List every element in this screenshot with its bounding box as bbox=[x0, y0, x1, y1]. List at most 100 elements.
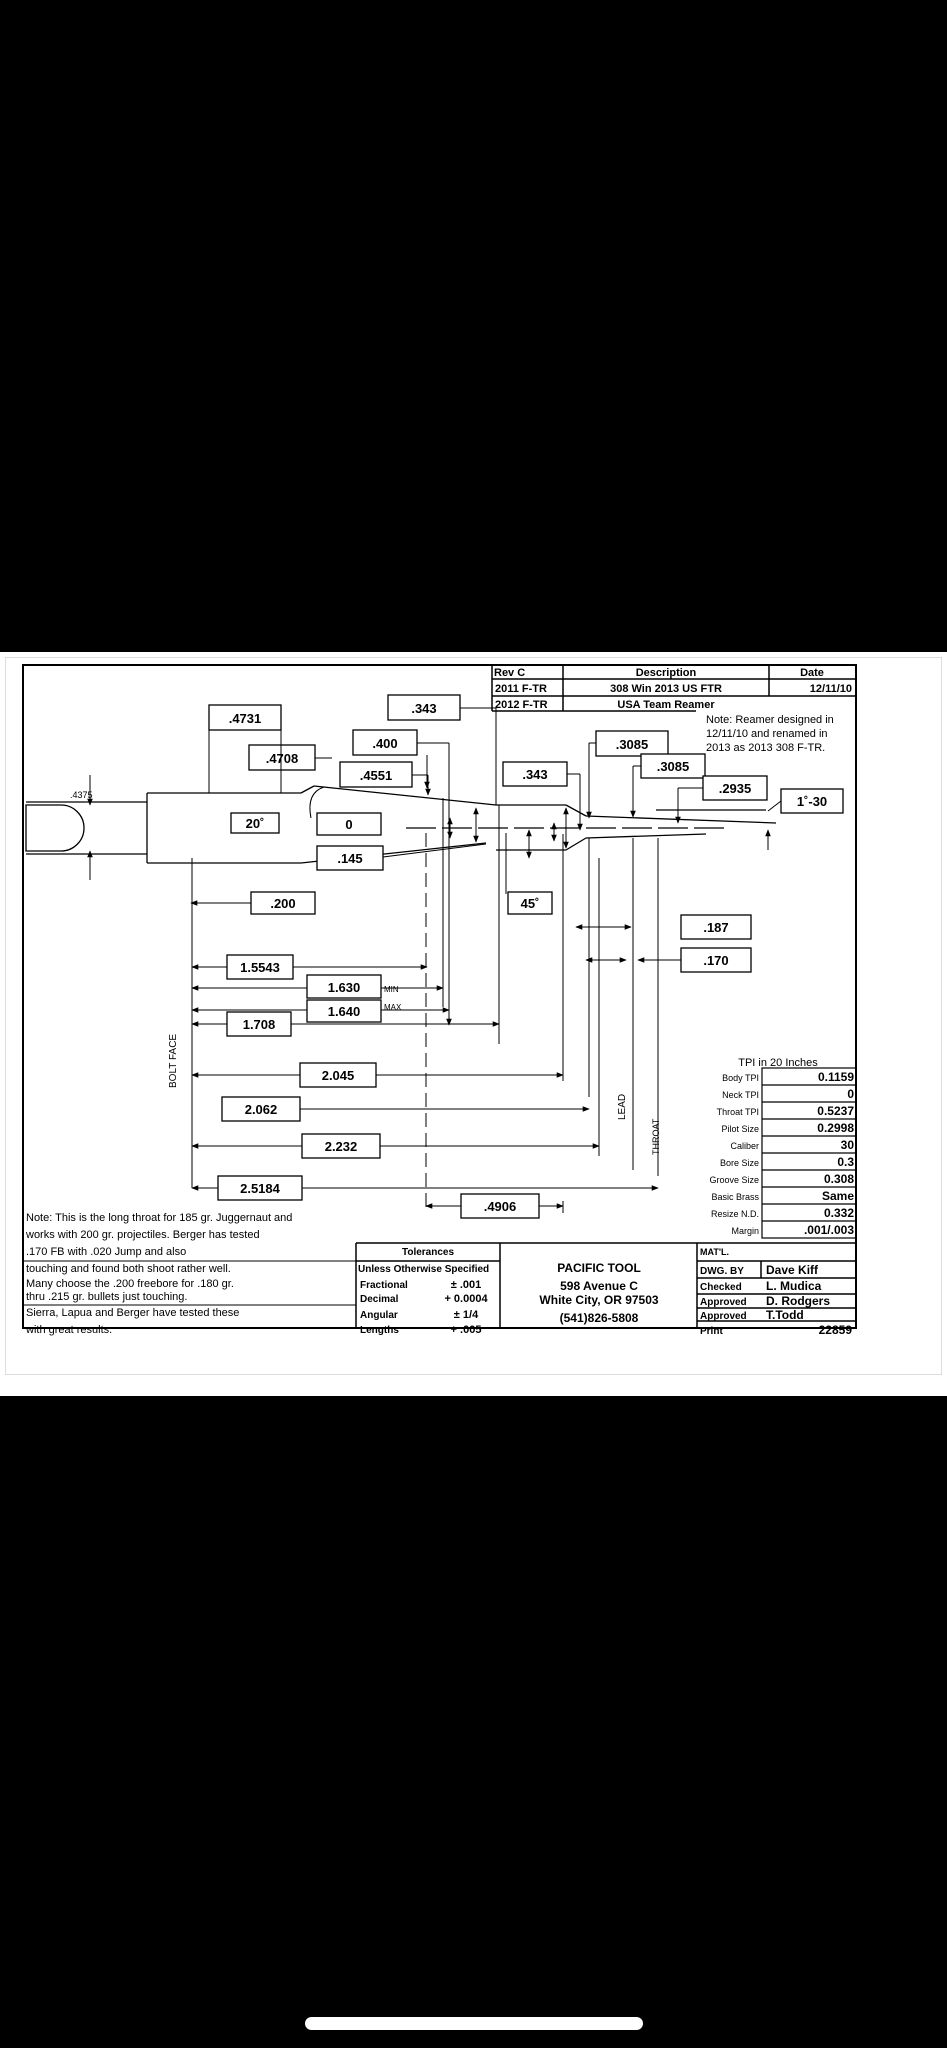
svg-text:30: 30 bbox=[841, 1138, 855, 1152]
revision-table bbox=[491, 665, 856, 712]
tpi-row: Groove Size 0.308 bbox=[709, 1172, 854, 1186]
svg-text:12/11/10 and renamed in: 12/11/10 and renamed in bbox=[706, 728, 828, 740]
company-phone: (541)826-5808 bbox=[560, 1311, 639, 1325]
dim-2935: .2935 bbox=[719, 781, 752, 796]
dim-2232: 2.232 bbox=[325, 1139, 358, 1154]
svg-text:Basic Brass: Basic Brass bbox=[711, 1192, 759, 1202]
tpi-title: TPI in 20 Inches bbox=[738, 1057, 818, 1069]
dim-4551: .4551 bbox=[360, 768, 393, 783]
company-block: PACIFIC TOOL 598 Avenue C White City, OR… bbox=[539, 1261, 658, 1325]
dimension-lines bbox=[87, 707, 782, 1213]
tpi-row: Pilot Size 0.2998 bbox=[721, 1121, 854, 1135]
home-indicator[interactable] bbox=[305, 2017, 643, 2030]
dim-400: .400 bbox=[372, 736, 397, 751]
svg-text:+ 0.0004: + 0.0004 bbox=[444, 1293, 488, 1305]
dim-4708: .4708 bbox=[266, 751, 299, 766]
svg-text:Print: Print bbox=[700, 1326, 723, 1337]
svg-text:Resize N.D.: Resize N.D. bbox=[711, 1209, 759, 1219]
throat-label: THROAT bbox=[651, 1118, 661, 1155]
svg-text:Body TPI: Body TPI bbox=[722, 1073, 759, 1083]
reamer-outline bbox=[25, 785, 777, 864]
dim-15543: 1.5543 bbox=[240, 960, 280, 975]
tpi-row: Throat TPI 0.5237 bbox=[717, 1104, 855, 1118]
svg-text:Note: This is the long throat: Note: This is the long throat for 185 gr… bbox=[26, 1212, 292, 1224]
dim-343-top: .343 bbox=[411, 701, 436, 716]
svg-text:Groove Size: Groove Size bbox=[709, 1175, 759, 1185]
dim-343-mid: .343 bbox=[522, 767, 547, 782]
svg-text:Fractional: Fractional bbox=[360, 1280, 408, 1291]
dimension-labels: .4375 .4731 .343 .400 .4708 .4551 .343 .… bbox=[70, 701, 827, 1214]
note-rules bbox=[23, 1260, 356, 1306]
svg-text:.001/.003: .001/.003 bbox=[804, 1223, 854, 1237]
drawing-card: Rev C Description Date 2011 F-TR 308 Win… bbox=[6, 658, 941, 1374]
dim-4375: .4375 bbox=[70, 790, 93, 800]
svg-text:0.3: 0.3 bbox=[837, 1155, 854, 1169]
dim-min: MIN bbox=[384, 985, 399, 994]
rev-row1-desc: 308 Win 2013 US FTR bbox=[610, 683, 722, 695]
tpi-row: Basic Brass Same bbox=[711, 1189, 854, 1203]
dimension-boxes bbox=[208, 694, 844, 1219]
company-name: PACIFIC TOOL bbox=[557, 1261, 641, 1275]
angle-20: 20˚ bbox=[246, 816, 265, 831]
svg-text:Approved: Approved bbox=[700, 1311, 747, 1322]
svg-text:0.332: 0.332 bbox=[824, 1206, 854, 1220]
svg-text:DWG. BY: DWG. BY bbox=[700, 1266, 744, 1277]
svg-text:D. Rodgers: D. Rodgers bbox=[766, 1294, 830, 1308]
company-address2: White City, OR 97503 bbox=[539, 1293, 658, 1307]
svg-text:Bore Size: Bore Size bbox=[720, 1158, 759, 1168]
dim-2062: 2.062 bbox=[245, 1102, 278, 1117]
drawing-sheet: Rev C Description Date 2011 F-TR 308 Win… bbox=[0, 652, 947, 1396]
svg-text:Approved: Approved bbox=[700, 1297, 747, 1308]
svg-text:Note: Reamer designed in: Note: Reamer designed in bbox=[706, 714, 834, 726]
svg-text:2013 as 2013 308 F-TR.: 2013 as 2013 308 F-TR. bbox=[706, 742, 825, 754]
matl-label: MAT'L. bbox=[700, 1247, 729, 1257]
rev-row1-date: 12/11/10 bbox=[810, 683, 852, 695]
rev-header: Rev C bbox=[494, 667, 525, 679]
dim-1708: 1.708 bbox=[243, 1017, 276, 1032]
reamer-drawing: Rev C Description Date 2011 F-TR 308 Win… bbox=[22, 664, 857, 1337]
dim-3085-a: .3085 bbox=[616, 737, 649, 752]
lead-label: LEAD bbox=[617, 1094, 628, 1120]
dim-2045: 2.045 bbox=[322, 1068, 355, 1083]
tolerances-title: Tolerances bbox=[402, 1247, 454, 1258]
tolerances-block: Tolerances Unless Otherwise Specified Fr… bbox=[358, 1247, 489, 1336]
svg-text:0.1159: 0.1159 bbox=[818, 1070, 854, 1084]
svg-text:Dave Kiff: Dave Kiff bbox=[766, 1263, 819, 1277]
svg-text:Pilot Size: Pilot Size bbox=[721, 1124, 759, 1134]
svg-text:22859: 22859 bbox=[819, 1323, 853, 1337]
angle-1-30: 1˚-30 bbox=[797, 794, 827, 809]
svg-text:thru .215 gr. bullets just tou: thru .215 gr. bullets just touching. bbox=[26, 1291, 187, 1303]
company-address1: 598 Avenue C bbox=[560, 1279, 638, 1293]
dim-200: .200 bbox=[270, 896, 295, 911]
dim-187: .187 bbox=[703, 920, 728, 935]
svg-text:+ .005: + .005 bbox=[451, 1324, 482, 1336]
svg-text:Checked: Checked bbox=[700, 1282, 742, 1293]
dim-4906: .4906 bbox=[484, 1199, 517, 1214]
dim-1640: 1.640 bbox=[328, 1004, 361, 1019]
description-header: Description bbox=[636, 667, 697, 679]
bolt-face-label: BOLT FACE bbox=[168, 1034, 179, 1088]
dim-4731: .4731 bbox=[229, 711, 262, 726]
svg-text:Sierra, Lapua and Berger have: Sierra, Lapua and Berger have tested the… bbox=[26, 1307, 239, 1319]
svg-text:L. Mudica: L. Mudica bbox=[766, 1279, 822, 1293]
drawing-border bbox=[22, 664, 857, 1329]
svg-text:0.308: 0.308 bbox=[824, 1172, 854, 1186]
dim-3085-b: .3085 bbox=[657, 759, 690, 774]
dim-max: MAX bbox=[384, 1003, 402, 1012]
svg-text:± 1/4: ± 1/4 bbox=[454, 1309, 479, 1321]
rev-row2-desc: USA Team Reamer bbox=[617, 699, 715, 711]
svg-text:Caliber: Caliber bbox=[730, 1141, 759, 1151]
svg-text:.170 FB with .020 Jump and als: .170 FB with .020 Jump and also bbox=[26, 1246, 186, 1258]
svg-text:0: 0 bbox=[847, 1087, 854, 1101]
svg-text:works with 200 gr. projectiles: works with 200 gr. projectiles. Berger h… bbox=[25, 1229, 260, 1241]
svg-text:0.2998: 0.2998 bbox=[817, 1121, 854, 1135]
tpi-row: Bore Size 0.3 bbox=[720, 1155, 854, 1169]
rev-row1-rev: 2011 F-TR bbox=[495, 683, 547, 695]
note-top: Note: Reamer designed in 12/11/10 and re… bbox=[706, 714, 834, 754]
tpi-table: TPI in 20 Inches Body TPI 0.1159 Neck TP… bbox=[709, 1057, 857, 1239]
angle-45: 45˚ bbox=[521, 896, 540, 911]
svg-text:with great results.: with great results. bbox=[25, 1324, 112, 1336]
svg-text:Many choose the .200 freebore: Many choose the .200 freebore for .180 g… bbox=[26, 1278, 234, 1290]
tpi-row: Neck TPI 0 bbox=[722, 1087, 854, 1101]
tpi-row: Caliber 30 bbox=[730, 1138, 854, 1152]
